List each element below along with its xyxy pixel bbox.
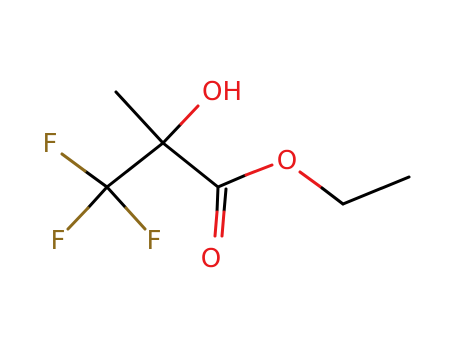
bond-ester-o-ch2-carbon-half [320,186,345,206]
atom-label-carbonyl-oxygen: O [201,244,221,274]
bond-c2-hydroxyl-carbon-half [161,122,183,145]
bond-carbonyl-double-a-oxygen-half [213,210,219,238]
bond-ch2-ch3 [341,175,411,206]
bond-c2-cf3 [105,141,165,189]
bond-carbonyl-double-b-oxygen-half [220,210,226,238]
bonds [60,90,411,238]
bond-carbonyl-double-b-carbon-half [222,187,228,214]
bond-cf3-f1-fluorine-half [60,152,87,173]
atom-label-fluorine-3: F [147,226,162,256]
bond-carbonyl-ester-o-oxygen-half [244,163,274,177]
bond-cf3-f1-carbon-half [83,169,109,189]
atom-labels: OH O O F F F [43,77,298,274]
bond-cf3-f2-carbon-half [86,185,109,210]
atom-label-fluorine-1: F [43,129,58,159]
bond-carbonyl-double-a-carbon-half [215,185,220,214]
bond-c2-carbonyl [161,141,220,189]
bond-c2-hydroxyl-oxygen-half [179,104,200,126]
atom-label-ester-oxygen: O [277,146,297,176]
atom-label-hydroxyl: OH [202,77,242,107]
bond-c2-methyl [114,90,165,145]
bond-ester-o-ch2-oxygen-half [298,170,324,190]
atom-label-fluorine-2: F [51,226,66,256]
bond-cf3-f3-carbon-half [105,185,128,210]
bond-cf3-f2-fluorine-half [66,206,90,231]
bond-cf3-f3-fluorine-half [124,206,147,231]
bond-carbonyl-ester-o-carbon-half [216,173,248,189]
